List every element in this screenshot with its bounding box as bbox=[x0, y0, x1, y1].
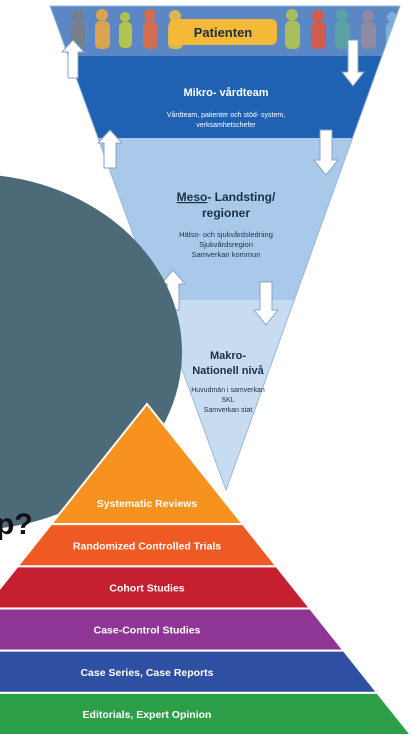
micro-band bbox=[50, 56, 400, 138]
macro-title-line-2: Nationell nivå bbox=[192, 365, 264, 377]
pyramid-level-label: Editorials, Expert Opinion bbox=[83, 709, 212, 721]
patient-pill bbox=[169, 19, 277, 45]
meso-line-3: Samverkan kommun bbox=[192, 250, 261, 259]
macro-title-line-1: Makro- bbox=[210, 350, 246, 362]
meso-title-b: - Landsting/ bbox=[207, 190, 276, 204]
meso-line-2: Sjukvårdsregion bbox=[199, 240, 253, 249]
macro-line-3: Samverkan stat bbox=[204, 407, 253, 414]
macro-line-1: Huvudmän i samverkan bbox=[191, 387, 265, 394]
down-arrow-icon bbox=[312, 129, 340, 176]
pyramid-level-label: Randomized Controlled Trials bbox=[73, 540, 221, 552]
overlay-question-text: p? bbox=[0, 508, 33, 541]
pyramid-level-label: Systematic Reviews bbox=[97, 498, 198, 510]
up-arrow-icon bbox=[60, 39, 86, 79]
micro-line-2: verksamhetschefer bbox=[196, 122, 256, 129]
flow-arrows bbox=[60, 39, 366, 326]
patient-label: Patienten bbox=[194, 25, 253, 40]
micro-line-1: Vårdteam, patienter och stöd- system, bbox=[167, 111, 285, 119]
meso-title-line-2: regioner bbox=[202, 206, 250, 220]
down-arrow-icon bbox=[252, 281, 280, 326]
micro-title: Mikro- vårdteam bbox=[184, 87, 269, 99]
meso-title-a: Meso bbox=[177, 190, 208, 204]
meso-line-1: Hälso- och sjukvårdsledning bbox=[179, 230, 273, 239]
pyramid-level-label: Case-Control Studies bbox=[94, 625, 201, 637]
patient-silhouettes bbox=[71, 9, 399, 49]
down-arrow-icon bbox=[340, 39, 366, 87]
meso-title-line-1: Meso- Landsting/ bbox=[177, 190, 276, 204]
pyramid-level-label: Cohort Studies bbox=[109, 582, 184, 594]
pyramid-level-label: Case Series, Case Reports bbox=[80, 667, 213, 679]
macro-line-2: SKL bbox=[221, 397, 234, 404]
up-arrow-icon bbox=[96, 129, 124, 169]
pyramid-level-6 bbox=[0, 691, 413, 736]
